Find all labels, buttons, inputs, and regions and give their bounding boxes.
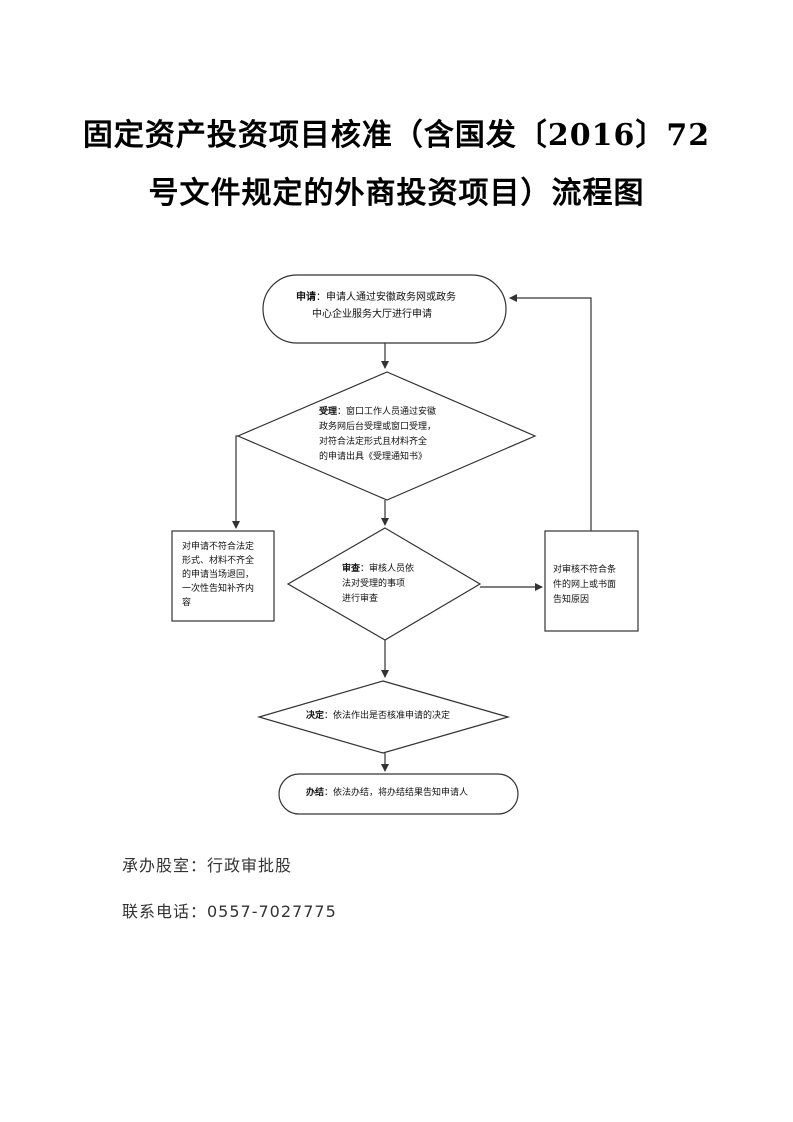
reject-right-line-2: 件的网上或书面 [553,580,617,590]
reject-left-line-1: 对申请不符合法定 [182,542,255,552]
reject-left-box [171,530,275,622]
apply-node-label: 申请 [296,292,316,303]
review-text-line-3: 进行审查 [342,594,379,604]
decide-node-text: 决定：依法作出是否核准申请的决定 [306,708,450,725]
page-title-line-2: 号文件规定的外商投资项目）流程图 [148,176,645,211]
decide-diamond [256,680,511,754]
accept-text-line-4: 的申请出具《受理通知书》 [319,452,428,462]
accept-node-label: 受理 [319,407,338,417]
review-text-line-2: 法对受理的事项 [342,579,406,589]
apply-text-line-1: ：申请人通过安徽政务网或政务 [316,292,456,303]
reject-right-line-1: 对审核不符合条 [553,565,617,575]
reject-left-text: 对申请不符合法定 形式、材料不齐全 的申请当场退回， 一次性告知补齐内 容 [182,540,254,610]
reject-left-line-5: 容 [182,598,192,608]
apply-node-text: 申请：申请人通过安徽政务网或政务 中心企业服务大厅进行申请 [296,289,456,323]
review-node-text: 审查：审核人员依 法对受理的事项 进行审查 [342,562,414,607]
arrow-accept-to-reject-left [232,435,240,529]
reject-right-text: 对审核不符合条 件的网上或书面 告知原因 [553,563,616,608]
reject-right-line-3: 告知原因 [553,595,590,605]
accept-text-line-3: 对符合法定形式且材料齐全 [319,437,428,447]
footer-phone: 联系电话：0557-7027775 [122,902,337,921]
footer-department: 承办股室：行政审批股 [122,856,293,875]
finish-node-text: 办结：依法办结，将办结结果告知申请人 [306,785,468,802]
finish-node-label: 办结 [306,788,325,798]
arrow-reject-right-to-apply [509,294,592,531]
accept-diamond [236,371,537,501]
accept-text-line-2: 政务网后台受理或窗口受理， [319,422,437,432]
finish-text: ：依法办结，将办结结果告知申请人 [324,788,469,798]
apply-text-line-2: 中心企业服务大厅进行申请 [312,309,432,320]
review-text-line-1: ：审核人员依 [360,564,415,574]
decide-node-label: 决定 [306,711,325,721]
page-title-line-1: 固定资产投资项目核准（含国发〔2016〕72 [82,118,711,153]
reject-left-line-2: 形式、材料不齐全 [182,556,255,566]
accept-text-line-1: ：窗口工作人员通过安徽 [337,407,437,417]
reject-left-line-3: 的申请当场退回， [182,570,255,580]
decide-text: ：依法作出是否核准申请的决定 [324,711,451,721]
accept-node-text: 受理：窗口工作人员通过安徽 政务网后台受理或窗口受理， 对符合法定形式且材料齐全… [319,405,436,465]
reject-left-line-4: 一次性告知补齐内 [182,584,255,594]
finish-terminal [278,773,519,815]
review-node-label: 审查 [342,564,361,574]
